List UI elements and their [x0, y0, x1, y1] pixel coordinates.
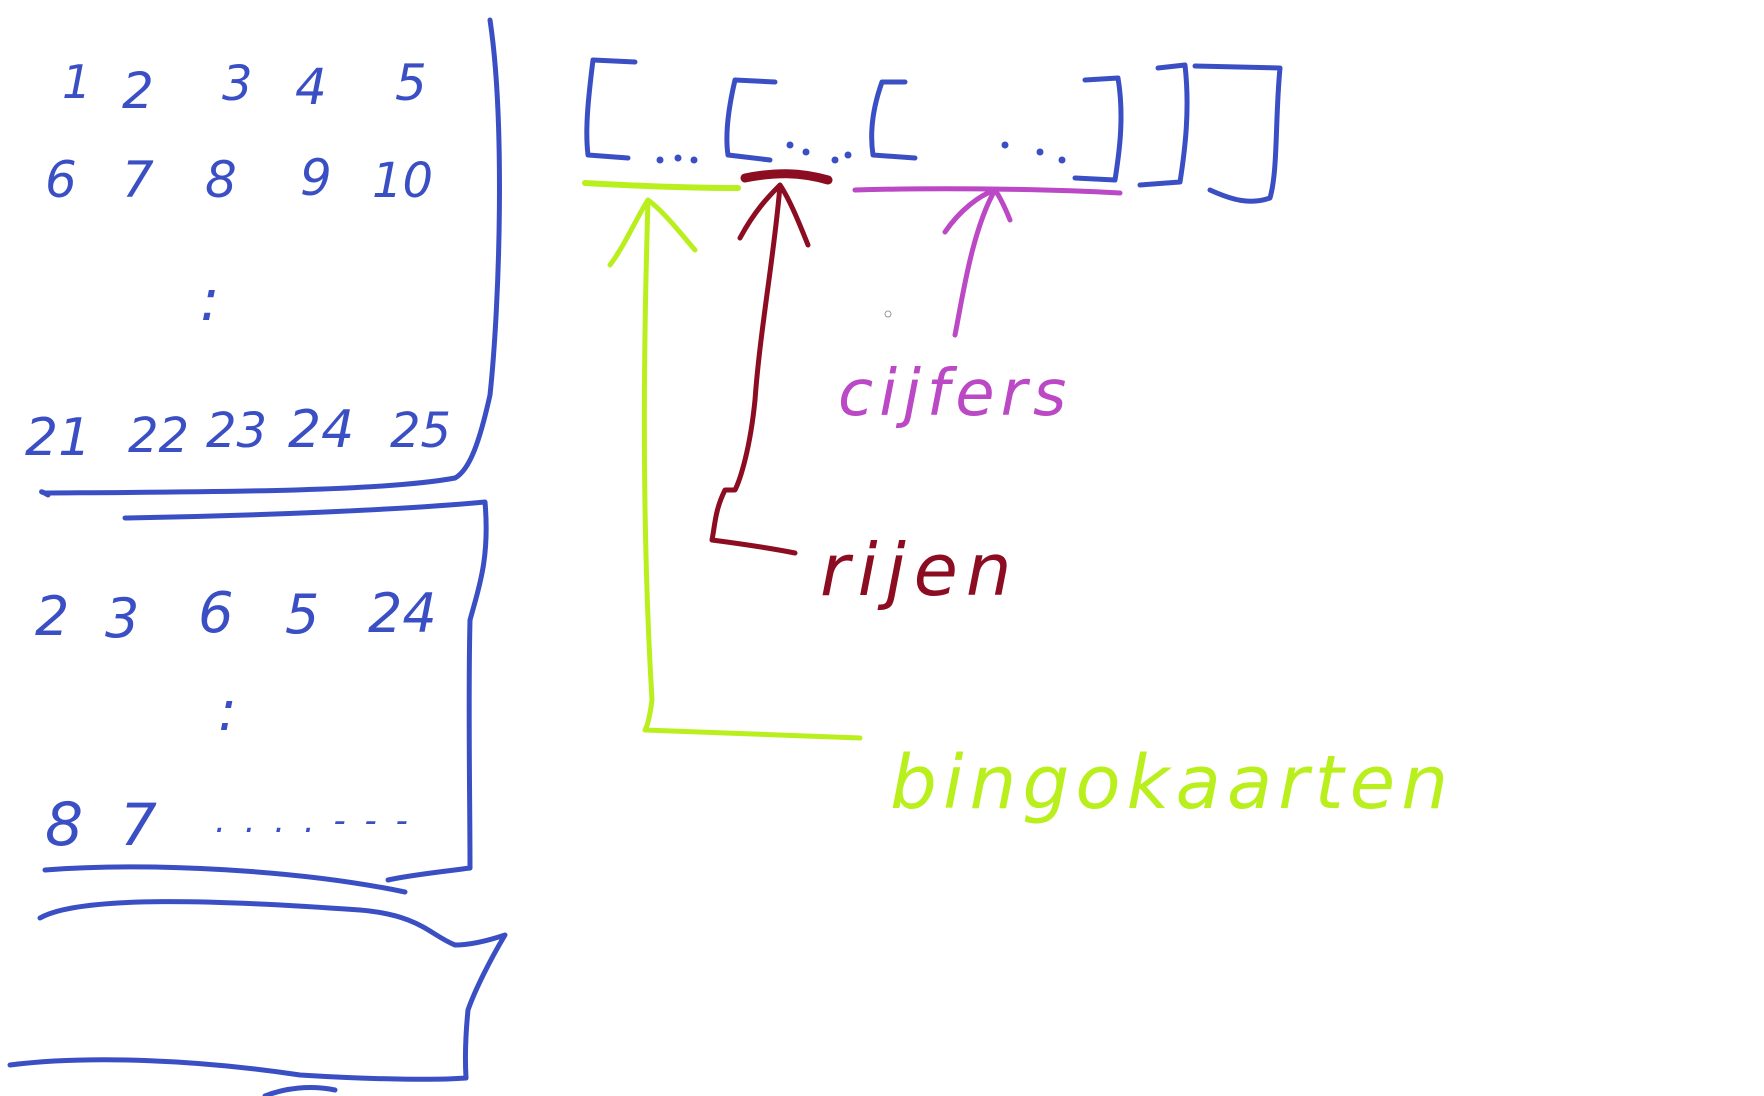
rijen-annotation: rijen [709, 169, 1020, 612]
card-2-last-row-trailing-dots: . . . . - - - [215, 801, 412, 841]
card-2-row-1-col-3: 6 [198, 581, 234, 646]
card-2-row-1-col-2: 3 [105, 587, 139, 650]
cijfers-underline [852, 186, 1123, 196]
rijen-underline [740, 169, 833, 185]
card-3-partial-stroke [262, 1085, 338, 1096]
number-close-bracket [1072, 75, 1124, 183]
card-1-row-2-col-5: 10 [372, 153, 433, 209]
bracket-ellipsis-dots [656, 141, 1066, 164]
card-1-last-row-col-1: 21 [25, 408, 91, 468]
bingo-card-1: 1 2 3 4 5 6 7 8 9 10 : 21 22 23 24 25 [25, 17, 502, 498]
card-2-last-row-col-2: 7 [120, 791, 157, 859]
card-1-row-1-col-5: 5 [395, 54, 427, 112]
card-1-row-1-col-1: 1 [62, 55, 91, 109]
card-1-last-row-col-3: 23 [206, 403, 267, 459]
card-1-frame [39, 17, 502, 498]
card-3-bottom-line [7, 1057, 469, 1082]
card-1-last-row-col-5: 25 [390, 403, 451, 459]
stray-dot [884, 310, 892, 318]
outer-close-bracket [1192, 63, 1283, 204]
bingo-card-2: 2 3 6 5 24 : 8 7 . . . . - - - [35, 499, 489, 895]
cijfers-label: cijfers [838, 357, 1072, 431]
card-1-row-2-col-1: 6 [45, 151, 77, 209]
card-1-last-row-col-2: 22 [128, 408, 189, 464]
card-1-row-1-col-3: 3 [222, 56, 253, 112]
cijfers-annotation: cijfers [838, 186, 1123, 431]
bingokaarten-annotation: bingokaarten [582, 180, 1454, 826]
card-1-row-2-col-3: 8 [205, 151, 237, 209]
card-3-top-line [37, 899, 508, 1081]
card-1-vertical-ellipsis: : [200, 266, 220, 334]
card-2-row-1-col-4: 5 [285, 583, 319, 646]
card-1-last-row-col-4: 24 [288, 400, 354, 460]
rijen-arrow [709, 182, 811, 556]
cijfers-arrow [942, 187, 1013, 338]
card-2-row-1-col-1: 2 [35, 585, 69, 648]
row-open-bracket [724, 77, 778, 163]
bingokaarten-label: bingokaarten [890, 740, 1454, 826]
bingo-card-3 [7, 899, 508, 1096]
card-2-vertical-ellipsis: : [218, 679, 237, 744]
card-1-row-1-col-4: 4 [295, 58, 327, 116]
nested-bracket-notation [584, 57, 1283, 204]
card-2-last-row-col-1: 8 [45, 790, 83, 860]
card-1-row-2-col-2: 7 [122, 151, 154, 209]
bingokaarten-underline [582, 180, 741, 191]
bingokaarten-arrow [607, 197, 863, 741]
outer-open-bracket [584, 57, 638, 161]
number-open-bracket [869, 79, 918, 161]
rijen-label: rijen [820, 528, 1020, 612]
card-2-bottom-line [42, 864, 408, 895]
card-1-row-1-col-2: 2 [122, 62, 154, 120]
card-2-row-1-col-5: 24 [368, 582, 437, 645]
card-2-frame [122, 499, 489, 883]
row-close-bracket [1137, 62, 1190, 188]
card-1-row-2-col-4: 9 [300, 149, 332, 207]
